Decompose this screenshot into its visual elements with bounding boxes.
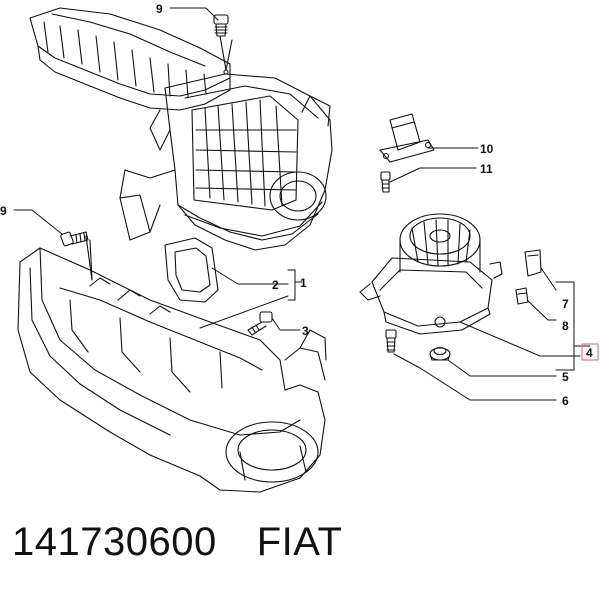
screw-9-left <box>60 231 93 281</box>
callout-6: 6 <box>562 394 569 408</box>
clip-7 <box>524 249 542 277</box>
callout-3: 3 <box>302 324 309 338</box>
grommet-5 <box>429 346 451 361</box>
brand-name: FIAT <box>256 520 343 564</box>
blower-motor-4 <box>359 213 503 335</box>
callout-4: 4 <box>586 346 593 360</box>
screw-6 <box>385 329 397 353</box>
callout-11: 11 <box>480 162 493 176</box>
screw-3 <box>247 311 273 336</box>
screw-9-top <box>213 14 233 75</box>
callout-9-left: 9 <box>0 204 7 218</box>
part-number: 141730600 <box>12 520 217 564</box>
clip-8 <box>515 287 529 305</box>
part-footer: 141730600 FIAT <box>12 520 342 565</box>
callout-1: 1 <box>300 276 307 290</box>
screw-11 <box>380 171 391 193</box>
highlight-box-4 <box>581 343 599 361</box>
callout-10: 10 <box>480 142 494 156</box>
callout-2: 2 <box>272 278 279 292</box>
callout-5: 5 <box>562 370 569 384</box>
lower-housing <box>17 247 327 493</box>
resistor-10 <box>379 113 435 163</box>
gasket-2 <box>164 237 219 303</box>
upper-housing <box>29 7 333 251</box>
callout-9-top: 9 <box>156 2 163 16</box>
callout-8: 8 <box>562 319 569 333</box>
leader-lines <box>13 7 591 401</box>
callout-7: 7 <box>562 297 569 311</box>
